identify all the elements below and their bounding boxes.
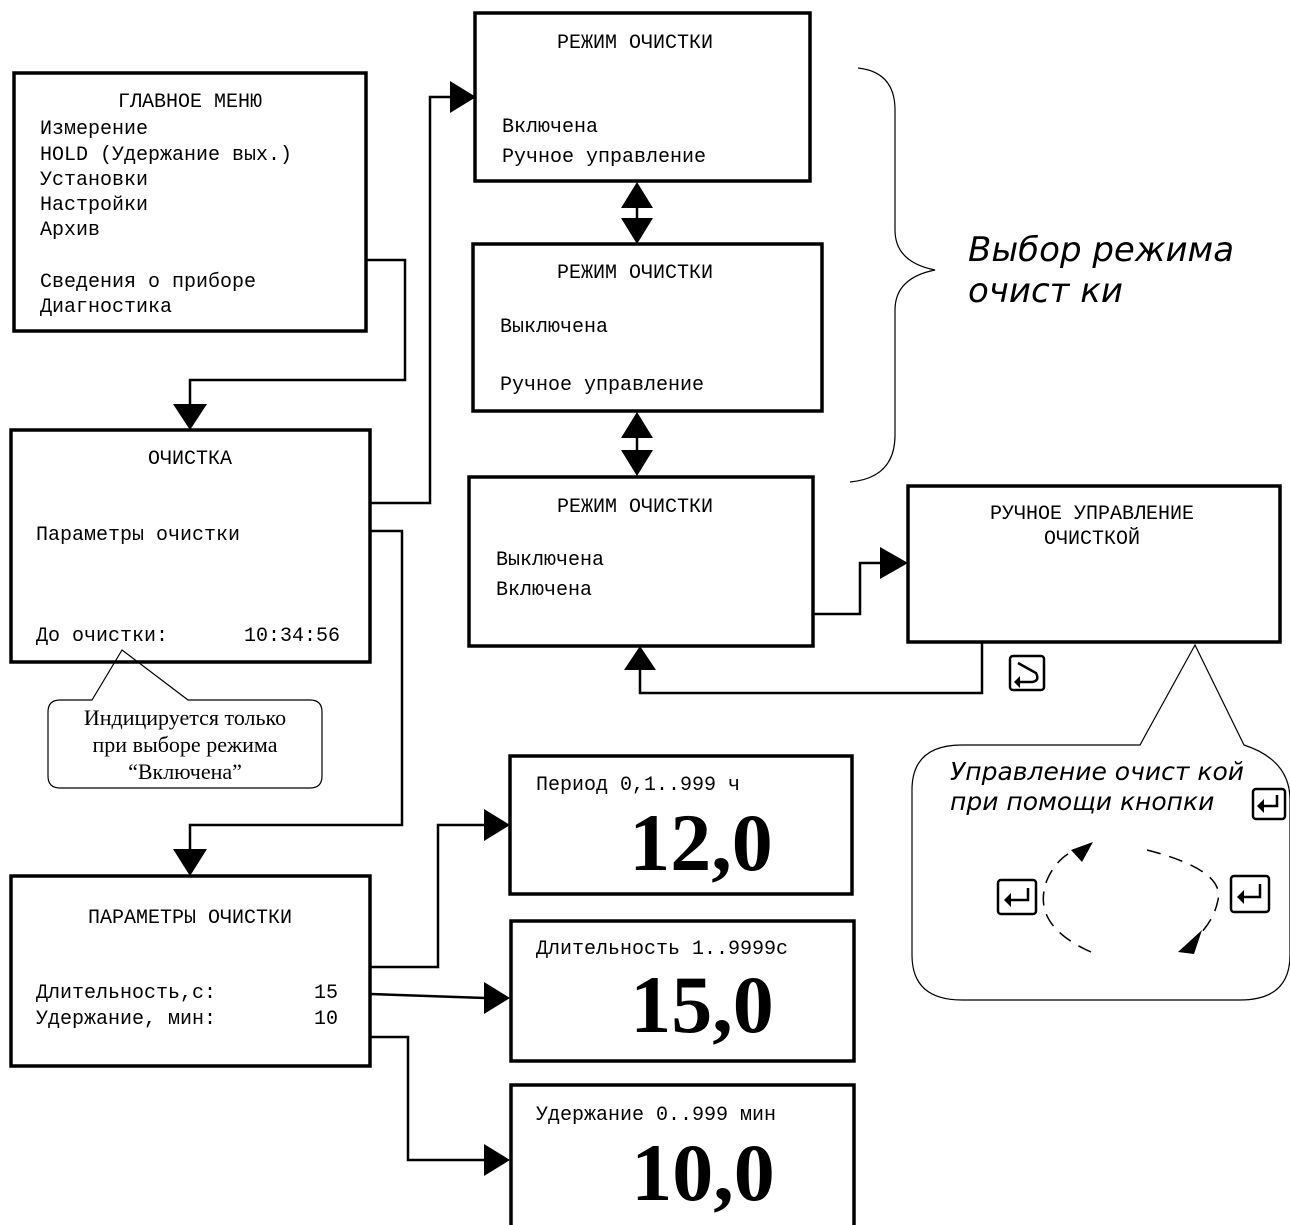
cleaning-timer-label: До очистки:	[36, 625, 168, 648]
return-arrow-key-icon[interactable]	[1008, 654, 1046, 692]
enter-key-icon	[1229, 874, 1271, 914]
connector-params-to-duration	[369, 992, 486, 1000]
menu-item-settings[interactable]: Настройки	[40, 194, 148, 217]
timer-callout: Индицируется только при выборе режима “В…	[47, 649, 323, 789]
manual-control-title-line1: РУЧНОЕ УПРАВЛЕНИЕ	[990, 503, 1194, 526]
menu-item-device-info[interactable]: Сведения о приборе	[40, 271, 256, 294]
mode-option-manual[interactable]: Ручное управление	[500, 374, 704, 397]
connector-menu-to-cleaning	[188, 258, 407, 405]
edit-screen-value[interactable]: 15,0	[630, 959, 774, 1050]
cleaning-params-item[interactable]: Параметры очистки	[36, 524, 240, 547]
param-hold-label[interactable]: Удержание, мин:	[36, 1008, 216, 1031]
cleaning-screen[interactable]: ОЧИСТКА Параметры очистки До очистки: 10…	[9, 428, 372, 664]
edit-screen-value[interactable]: 12,0	[629, 797, 773, 888]
arrow-up-icon	[624, 646, 656, 670]
params-title: ПАРАМЕТРЫ ОЧИСТКИ	[88, 907, 292, 930]
edit-screen-label: Период 0,1..999 ч	[536, 774, 740, 797]
edit-screen-label: Длительность 1..9999с	[536, 938, 788, 961]
param-hold-value[interactable]: 10	[314, 1008, 338, 1031]
edit-screen-duration[interactable]: Длительность 1..9999с 15,0	[509, 919, 856, 1063]
mode-option-manual[interactable]: Ручное управление	[502, 146, 706, 169]
menu-item-measurement[interactable]: Измерение	[40, 118, 148, 141]
arrow-right-icon	[484, 1144, 510, 1176]
manual-control-callout: Управление очист кой при помощи кнопки	[911, 643, 1290, 1001]
connector-cleaning-to-mode	[370, 95, 452, 505]
timer-callout-line2: при выборе режима	[93, 732, 278, 757]
edit-screen-label: Удержание 0..999 мин	[536, 1104, 776, 1127]
main-menu-title: ГЛАВНОЕ МЕНЮ	[118, 91, 262, 114]
param-duration-label[interactable]: Длительность,с:	[36, 982, 216, 1005]
connector-params-to-period	[370, 823, 485, 969]
mode-screen-title: РЕЖИМ ОЧИСТКИ	[557, 32, 713, 55]
menu-item-diagnostics[interactable]: Диагностика	[40, 296, 172, 319]
mode-select-label-line1: Выбор режима	[968, 230, 1234, 270]
double-arrow-icon	[621, 412, 653, 476]
cleaning-timer-value: 10:34:56	[244, 625, 340, 648]
mode-option-on[interactable]: Включена	[496, 579, 592, 602]
arrow-right-icon	[484, 809, 510, 841]
arrow-down-icon	[173, 404, 207, 430]
arrow-down-icon	[173, 849, 207, 876]
mode-option-off[interactable]: Выключена	[500, 316, 608, 339]
connector-params-to-hold	[370, 1035, 485, 1162]
timer-callout-line3: “Включена”	[128, 759, 242, 784]
connector-cleaning-to-params	[188, 529, 404, 850]
param-duration-value[interactable]: 15	[314, 982, 338, 1005]
manual-callout-line1: Управление очист кой	[950, 757, 1244, 786]
mode-option-on[interactable]: Включена	[502, 116, 598, 139]
edit-screen-value[interactable]: 10,0	[631, 1127, 775, 1218]
arrow-right-icon	[484, 982, 510, 1014]
menu-item-archive[interactable]: Архив	[40, 219, 100, 242]
menu-item-hold[interactable]: HOLD (Удержание вых.)	[40, 144, 292, 167]
mode-screen-off-manual[interactable]: РЕЖИМ ОЧИСТКИ Выключена Ручное управлени…	[471, 242, 824, 413]
edit-screen-hold[interactable]: Удержание 0..999 мин 10,0	[509, 1083, 856, 1225]
enter-key-icon	[1251, 787, 1287, 821]
arrow-right-icon	[450, 81, 476, 113]
mode-select-brace	[849, 67, 936, 483]
manual-control-screen[interactable]: РУЧНОЕ УПРАВЛЕНИЕ ОЧИСТКОЙ	[906, 484, 1282, 644]
menu-item-setpoints[interactable]: Установки	[40, 169, 148, 192]
timer-callout-line1: Индицируется только	[84, 705, 286, 730]
mode-select-label-line2: очист ки	[968, 271, 1123, 311]
main-menu-screen[interactable]: ГЛАВНОЕ МЕНЮ Измерение HOLD (Удержание в…	[12, 71, 368, 333]
enter-key-icon	[996, 878, 1038, 916]
double-arrow-icon	[621, 182, 653, 244]
cleaning-title: ОЧИСТКА	[148, 448, 232, 471]
mode-option-off[interactable]: Выключена	[496, 549, 604, 572]
connector-mode-to-manual	[813, 561, 882, 616]
cycle-arrow-left	[1042, 844, 1093, 953]
connector-manual-return	[638, 642, 984, 695]
manual-control-title-line2: ОЧИСТКОЙ	[1044, 527, 1140, 551]
edit-screen-period[interactable]: Период 0,1..999 ч 12,0	[508, 754, 854, 896]
mode-screen-title: РЕЖИМ ОЧИСТКИ	[557, 496, 713, 519]
mode-screen-on-manual[interactable]: РЕЖИМ ОЧИСТКИ Включена Ручное управление	[473, 11, 812, 183]
mode-screen-off-on[interactable]: РЕЖИМ ОЧИСТКИ Выключена Включена	[467, 475, 815, 648]
arrow-right-icon	[880, 547, 908, 579]
mode-screen-title: РЕЖИМ ОЧИСТКИ	[557, 262, 713, 285]
manual-callout-line2: при помощи кнопки	[950, 787, 1214, 816]
cleaning-params-screen[interactable]: ПАРАМЕТРЫ ОЧИСТКИ Длительность,с: 15 Уде…	[9, 874, 372, 1068]
cycle-arrow-right	[1146, 849, 1220, 951]
